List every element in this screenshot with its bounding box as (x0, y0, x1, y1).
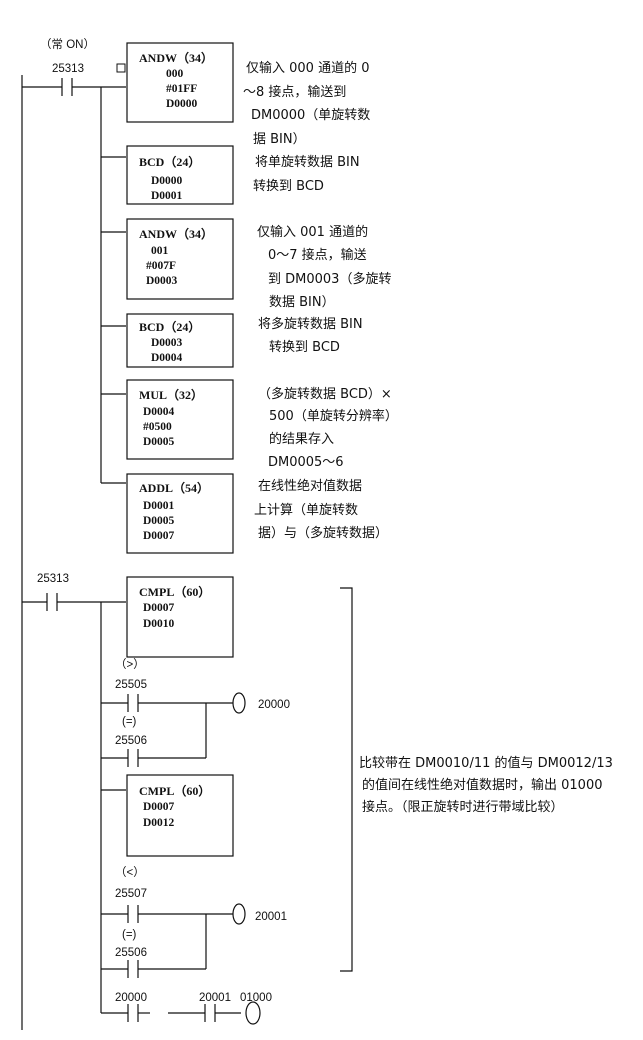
block-cmpl-2 (126, 774, 234, 857)
contact-25506-a (127, 749, 139, 767)
block-operand: D0010 (143, 618, 175, 630)
note-line: 500（单旋转分辨率） (269, 408, 398, 424)
block-mul (126, 379, 234, 460)
note-line: 将多旋转数据 BIN (258, 316, 363, 332)
note-line: 仅输入 001 通道的 (257, 224, 368, 240)
eq-label: (=) (122, 929, 137, 941)
block-operand: D0001 (151, 190, 183, 202)
note-line: 数据 BIN） (269, 295, 335, 310)
note-line: 转换到 BCD (253, 179, 324, 194)
block-operand: D0007 (143, 602, 175, 614)
block-operand: D0000 (166, 98, 198, 110)
block-operand: D0001 (143, 500, 175, 512)
block-operand: #007F (146, 260, 176, 272)
note-line: 接点。（限正旋转时进行带域比较） (362, 799, 564, 815)
contact-label-25313-rung2: 25313 (37, 573, 69, 585)
block-bcd-d0003 (126, 313, 234, 368)
note-line: 到 DM0003（多旋转 (268, 271, 391, 287)
coil-label-20000: 20000 (258, 699, 290, 711)
block-andw-001 (126, 218, 234, 300)
block-operand: D0005 (143, 515, 175, 527)
note-line: DM0005～6 (268, 455, 344, 470)
block-title: MUL（32） (139, 387, 203, 402)
block-bcd-d0000 (126, 145, 234, 205)
contact-25507 (127, 905, 139, 923)
block-operand: #01FF (166, 83, 197, 95)
contact-label-25505: 25505 (115, 679, 147, 691)
contact-label-25507: 25507 (115, 888, 147, 900)
block-title: BCD（24） (139, 154, 200, 169)
block-title: ANDW（34） (139, 50, 213, 65)
coil-20000 (232, 692, 246, 714)
block-operand: 000 (166, 68, 184, 80)
block-operand: D0004 (143, 406, 175, 418)
block-addl (126, 473, 234, 554)
block-operand: 001 (151, 245, 169, 257)
note-line: 转换到 BCD (269, 340, 340, 355)
coil-01000 (245, 1001, 261, 1025)
contact-label-25506: 25506 (115, 947, 147, 959)
gt-label: （>） (115, 658, 145, 671)
block-operand: D0003 (146, 275, 178, 287)
note-line: 的结果存入 (269, 431, 334, 447)
block-title: ADDL（54） (139, 480, 209, 495)
eq-label: (=) (122, 716, 137, 728)
lt-label: （<） (115, 866, 145, 879)
block-andw-000 (126, 42, 234, 123)
note-line: 据）与（多旋转数据） (258, 525, 388, 541)
block-cmpl-1 (126, 576, 234, 658)
note-line: 仅输入 000 通道的 0 (246, 60, 369, 76)
note-line: 上计算（单旋转数 (254, 503, 358, 518)
note-line: ～8 接点，输送到 (243, 84, 346, 100)
contact-label-25313-rung1: 25313 (52, 63, 84, 75)
block-operand: D0007 (143, 530, 175, 542)
block-operand: #0500 (143, 421, 172, 433)
note-line: 在线性绝对值数据 (258, 478, 362, 494)
note-line: （多旋转数据 BCD）× (258, 386, 392, 402)
block-operand: D0000 (151, 175, 183, 187)
note-line: 将单旋转数据 BIN (255, 155, 360, 170)
contact-25505 (127, 694, 139, 712)
block-operand: D0004 (151, 352, 183, 364)
note-line: 据 BIN） (253, 132, 306, 147)
always-on-label: （常 ON） (40, 38, 95, 51)
contact-label-20000: 20000 (115, 992, 147, 1004)
block-title: CMPL（60） (139, 783, 210, 798)
note-bracket (340, 587, 353, 972)
coil-label-20001: 20001 (255, 911, 287, 923)
coil-20001 (232, 903, 246, 925)
contact-20001 (204, 1004, 216, 1022)
contact-25506-b (127, 960, 139, 978)
contact-label-20001: 20001 (199, 992, 231, 1004)
block-title: BCD（24） (139, 319, 200, 334)
block-title: ANDW（34） (139, 226, 213, 241)
block-operand: D0005 (143, 436, 175, 448)
block-operand: D0007 (143, 801, 175, 813)
contact-20000 (127, 1004, 139, 1022)
note-line: 比较带在 DM0010/11 的值与 DM0012/13 (359, 755, 613, 771)
note-line: DM0000（单旋转数 (251, 108, 370, 123)
note-line: 0～7 接点，输送 (268, 247, 367, 263)
contact-25313-rung2 (46, 593, 58, 611)
contact-25313-rung1 (61, 78, 73, 96)
block-title: CMPL（60） (139, 584, 210, 599)
coil-label-01000: 01000 (240, 992, 272, 1004)
note-line: 的值间在线性绝对值数据时，输出 01000 (362, 777, 603, 793)
block-operand: D0012 (143, 817, 175, 829)
block-operand: D0003 (151, 337, 183, 349)
contact-label-25506: 25506 (115, 735, 147, 747)
